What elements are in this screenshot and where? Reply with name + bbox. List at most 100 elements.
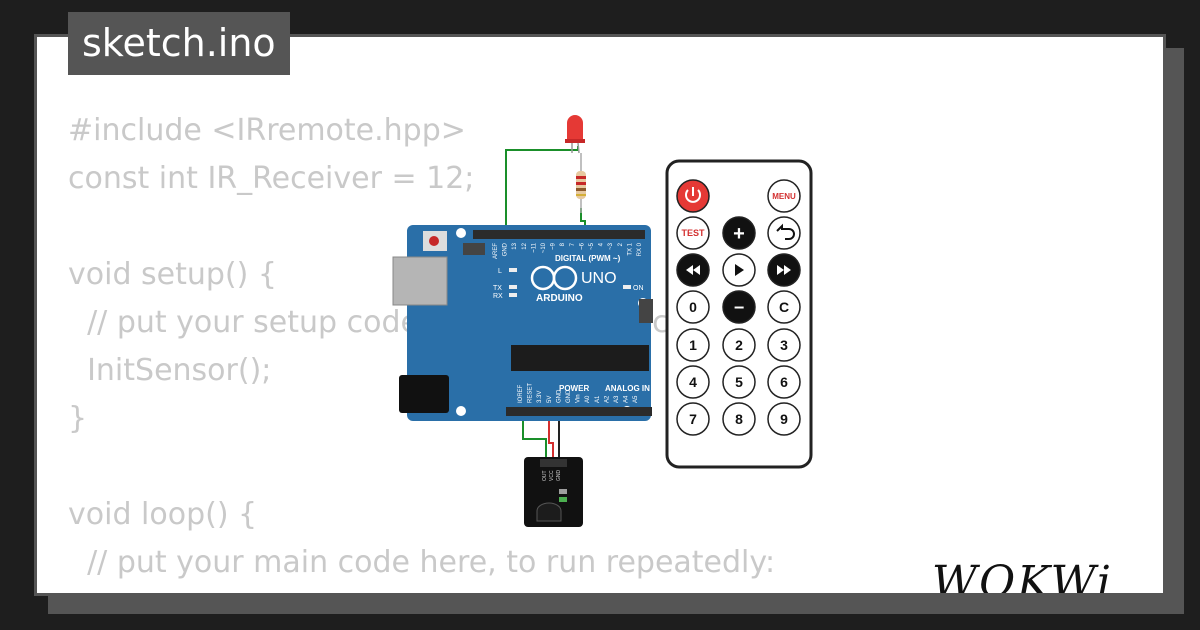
board-pin-label: RX 0	[637, 242, 643, 256]
digit-2-button[interactable]: 2	[722, 328, 756, 362]
wokwi-logo: WOKWi	[931, 557, 1113, 596]
code-line: #include <IRremote.hpp>	[68, 113, 466, 148]
digit-7-button[interactable]: 7	[676, 402, 710, 436]
digit-6-button[interactable]: 6	[767, 365, 801, 399]
mounting-hole	[456, 406, 466, 416]
board-pin-label: IOREF	[518, 384, 524, 403]
code-line: const int IR_Receiver = 12;	[68, 161, 475, 196]
c-button-label: C	[779, 299, 789, 315]
board-pin-label: GND	[556, 389, 562, 403]
board-pin-label: A2	[604, 395, 610, 403]
wire-vcc	[548, 411, 554, 459]
led-l-indicator	[509, 268, 517, 272]
digit-6-button-label: 6	[780, 374, 788, 390]
back-arrow-icon	[776, 223, 795, 240]
digit-5-button-label: 5	[735, 374, 743, 390]
digit-3-button[interactable]: 3	[767, 328, 801, 362]
usb-port	[392, 256, 448, 306]
board-pin-label: ~9	[551, 242, 557, 250]
code-background: #include <IRremote.hpp> const int IR_Rece…	[68, 107, 776, 593]
board-pin-label: 2	[618, 242, 624, 246]
digit-7-button-label: 7	[689, 411, 697, 427]
preview-card: #include <IRremote.hpp> const int IR_Rece…	[34, 34, 1166, 596]
rewind-button[interactable]	[676, 253, 710, 287]
led-tx-indicator	[509, 285, 517, 289]
led-rx-label: RX	[493, 293, 503, 300]
power-button[interactable]	[676, 179, 710, 213]
digit-0-button[interactable]: 0	[676, 290, 710, 324]
minus-button[interactable]: −	[722, 290, 756, 324]
test-button-label: TEST	[681, 228, 705, 238]
board-pin-label: A4	[624, 395, 630, 403]
reset-button	[429, 236, 439, 246]
minus-button-label: −	[734, 297, 745, 317]
board-pin-label: 13	[512, 242, 518, 249]
led-l-label: L	[498, 268, 502, 275]
ir-remote[interactable]: MENU TEST +0 − C 1 2 3 4 5 6 7 8 9	[665, 159, 813, 469]
receiver-pin-out: OUT	[542, 470, 548, 481]
digit-0-button-label: 0	[689, 299, 697, 315]
board-model: UNO	[581, 270, 617, 287]
board-pin-label: ~5	[589, 242, 595, 250]
board-pin-label: AREF	[493, 243, 499, 259]
icsp-header-2	[639, 299, 653, 323]
analog-label: ANALOG IN	[605, 384, 650, 393]
board-pin-label: Vin	[576, 394, 582, 403]
digit-4-button-label: 4	[689, 374, 697, 390]
digit-5-button[interactable]: 5	[722, 365, 756, 399]
board-pin-label: A0	[585, 395, 591, 403]
board-pin-label: 12	[522, 242, 528, 249]
icsp-header	[463, 243, 485, 255]
back-button[interactable]	[767, 216, 801, 250]
board-pin-label: ~3	[608, 242, 614, 250]
atmega-chip	[511, 345, 649, 371]
menu-button[interactable]: MENU	[767, 179, 801, 213]
play-icon	[735, 264, 744, 276]
power-analog-header	[506, 407, 652, 416]
board-pin-label: A1	[595, 395, 601, 403]
board-pin-label: RESET	[528, 383, 534, 403]
arduino-logo-icon	[552, 265, 578, 291]
arduino-uno-board[interactable]: ARDUINO UNO DIGITAL (PWM ~) POWER ANALOG…	[392, 225, 653, 421]
digit-9-button[interactable]: 9	[767, 402, 801, 436]
play-button[interactable]	[722, 253, 756, 287]
plus-button-label: +	[733, 223, 745, 245]
digit-1-button[interactable]: 1	[676, 328, 710, 362]
digit-8-button[interactable]: 8	[722, 402, 756, 436]
ir-receiver-module[interactable]: OUT VCC GND	[524, 457, 583, 527]
digit-3-button-label: 3	[780, 337, 788, 353]
board-pin-label: TX 1	[627, 242, 633, 255]
board-pin-label: GND	[566, 389, 572, 403]
board-pin-label: A5	[633, 395, 639, 403]
power-label: POWER	[559, 384, 589, 393]
code-line: InitSensor();	[68, 353, 272, 388]
board-pin-label: GND	[503, 242, 509, 256]
wire-led-anode	[505, 146, 579, 233]
code-line: // put your main code here, to run repea…	[68, 545, 776, 580]
file-tab[interactable]: sketch.ino	[68, 12, 290, 75]
rewind-icon	[686, 265, 700, 275]
led-rx-indicator	[509, 293, 517, 297]
test-button[interactable]: TEST	[676, 216, 710, 250]
receiver-pin-vcc: VCC	[549, 470, 555, 481]
c-button[interactable]: C	[767, 290, 801, 324]
digit-8-button-label: 8	[735, 411, 743, 427]
board-pin-label: 8	[560, 242, 566, 246]
power-icon	[685, 189, 701, 203]
digit-4-button[interactable]: 4	[676, 365, 710, 399]
fast-forward-icon	[777, 265, 791, 275]
digital-label: DIGITAL (PWM ~)	[555, 254, 621, 263]
mounting-hole	[456, 228, 466, 238]
circuit-diagram: ARDUINO UNO DIGITAL (PWM ~) POWER ANALOG…	[392, 115, 813, 527]
led-on-indicator	[623, 285, 631, 289]
digit-1-button-label: 1	[689, 337, 697, 353]
digit-2-button-label: 2	[735, 337, 743, 353]
board-pin-label: 5V	[547, 396, 553, 403]
plus-button[interactable]: +	[722, 216, 756, 250]
resistor[interactable]	[576, 153, 586, 213]
board-pin-label: ~11	[531, 242, 537, 252]
fast-forward-button[interactable]	[767, 253, 801, 287]
red-led[interactable]	[565, 115, 585, 154]
